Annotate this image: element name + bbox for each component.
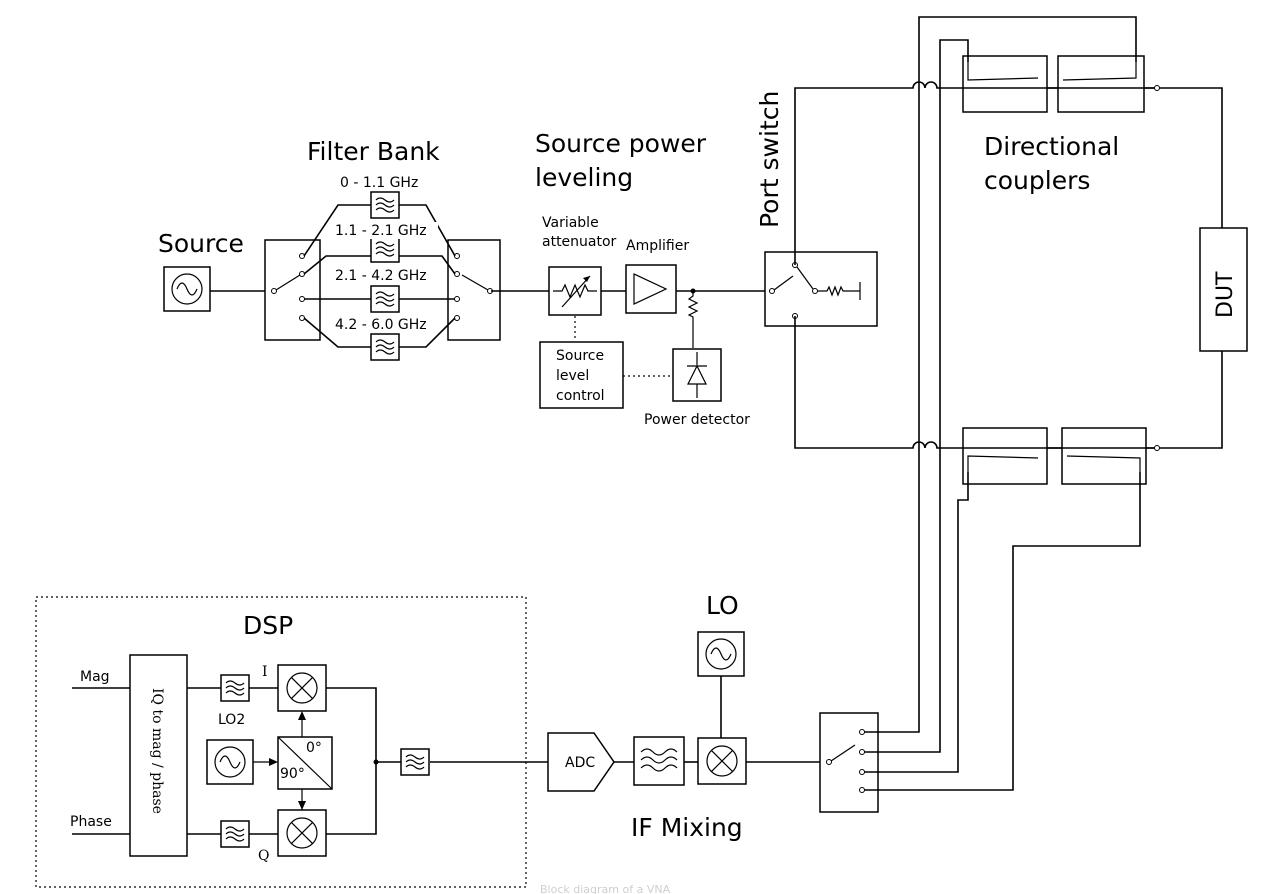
iq-mixer-i-icon: [277, 664, 327, 712]
lo2-label: LO2: [218, 712, 245, 728]
amplifier-label: Amplifier: [626, 238, 689, 254]
detector-diode-icon: [672, 348, 722, 402]
coupler-icon: [962, 55, 1048, 113]
band-label-1: 0 - 1.1 GHz: [340, 175, 418, 191]
coupler-icon: [962, 427, 1048, 485]
mag-output-label: Mag: [80, 669, 110, 685]
slc-label-2: level: [556, 368, 589, 384]
port-switch-title: Port switch: [755, 91, 784, 228]
bandpass-filter-icon: [370, 191, 400, 219]
phase-splitter-icon: [277, 736, 333, 790]
filter-bank-title: Filter Bank: [307, 137, 440, 166]
source-oscillator-icon: [163, 266, 211, 312]
adc-icon: [547, 732, 615, 792]
band-label-4: 4.2 - 6.0 GHz: [335, 317, 427, 333]
source-level-control-box: [539, 341, 624, 409]
coupler-icon: [1057, 55, 1145, 113]
source-power-title-line2: leveling: [535, 163, 633, 192]
figure-caption: Block diagram of a VNA: [540, 883, 671, 894]
lo-label: LO: [706, 591, 739, 620]
if-input-switch: [819, 712, 879, 813]
bandpass-filter-icon: [370, 333, 400, 361]
directional-couplers-title-line2: couplers: [984, 166, 1090, 195]
deg-90-label: 90°: [280, 766, 305, 782]
bandpass-filter-icon: [370, 285, 400, 313]
if-mixing-title: IF Mixing: [631, 813, 743, 842]
variable-attenuator-label-line1: Variable: [542, 215, 599, 231]
i-channel-label: I: [262, 664, 268, 680]
bandpass-filter-icon: [220, 674, 250, 702]
iq-to-mag-phase-label: IQ to mag / phase: [149, 688, 165, 814]
power-detector-label: Power detector: [644, 412, 750, 428]
lowpass-filter-icon: [633, 736, 685, 786]
dsp-title: DSP: [243, 611, 293, 640]
dut-label: DUT: [1213, 271, 1238, 318]
dsp-region: [35, 596, 527, 888]
source-label: Source: [158, 229, 244, 258]
directional-couplers-title-line1: Directional: [984, 132, 1119, 161]
resistor-icon: [687, 291, 699, 348]
mixer-icon: [697, 737, 747, 785]
iq-to-mag-phase-block: [129, 654, 188, 857]
q-channel-label: Q: [258, 848, 269, 864]
port-switch-box: [764, 251, 878, 327]
amplifier-icon: [625, 264, 677, 314]
bandpass-filter-icon: [220, 820, 250, 848]
coupler-icon: [1061, 427, 1147, 485]
slc-label-1: Source: [556, 348, 604, 364]
lo-oscillator-icon: [697, 631, 745, 677]
variable-attenuator-icon: [548, 266, 602, 316]
slc-label-3: control: [556, 388, 605, 404]
lo2-oscillator-icon: [206, 739, 254, 785]
phase-output-label: Phase: [70, 814, 112, 830]
adc-label: ADC: [565, 755, 595, 771]
dut-box: [1199, 227, 1248, 352]
bandpass-filter-icon: [370, 235, 400, 263]
band-label-3: 2.1 - 4.2 GHz: [335, 268, 427, 284]
variable-attenuator-label-line2: attenuator: [542, 234, 617, 250]
band-label-2: 1.1 - 2.1 GHz: [335, 223, 427, 239]
bandpass-filter-icon: [400, 748, 430, 776]
deg-0-label: 0°: [306, 740, 322, 756]
source-power-title-line1: Source power: [535, 129, 707, 158]
iq-mixer-q-icon: [277, 809, 327, 857]
